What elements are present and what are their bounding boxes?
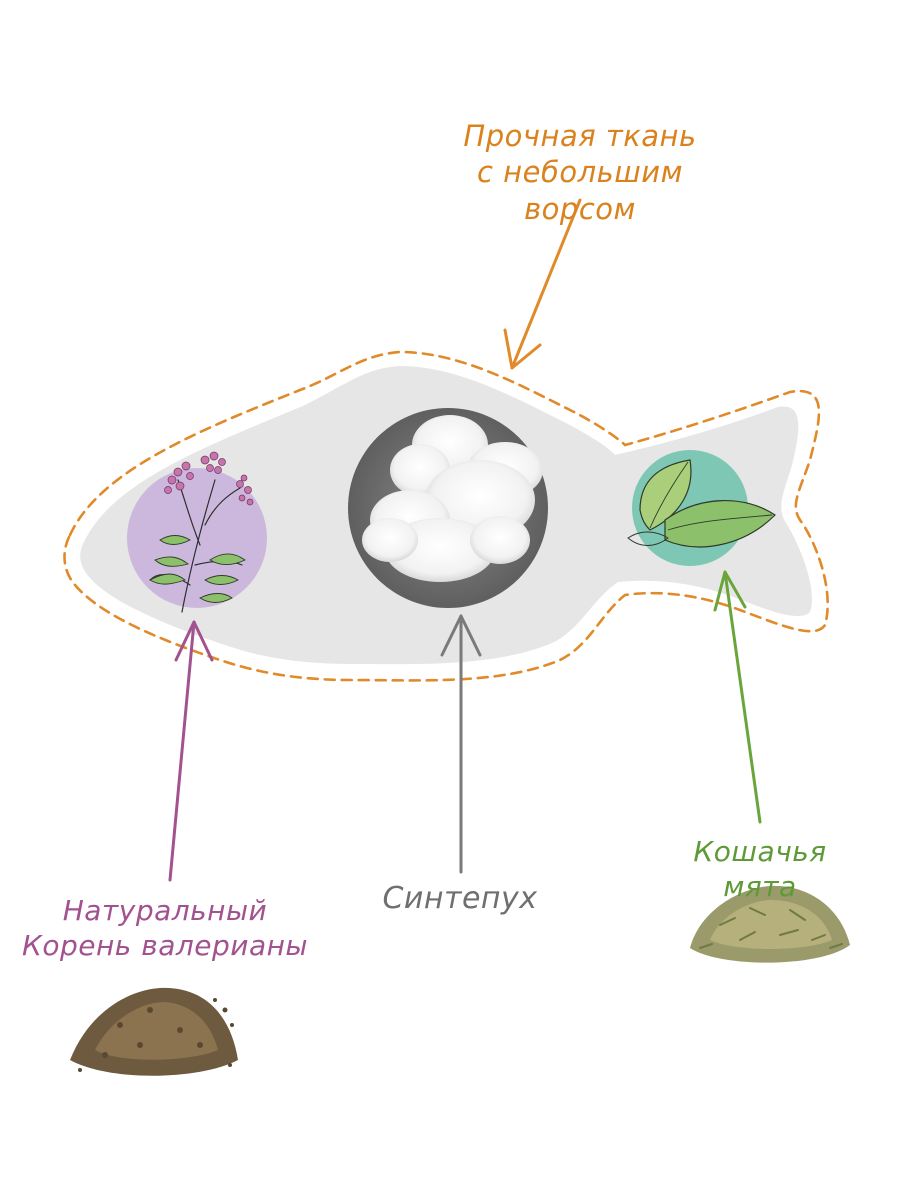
fabric-label: Прочная ткань с небольшим ворсом: [420, 118, 740, 227]
valerian-label-line1: Натуральный: [62, 894, 268, 927]
fabric-label-line1: Прочная ткань: [463, 119, 697, 153]
mint-leaves-icon: [627, 450, 776, 566]
fabric-arrow: [503, 198, 582, 370]
catnip-pile-icon: [690, 885, 850, 963]
catnip-label: Кошачья мята: [693, 835, 827, 903]
valerian-flower-icon: [127, 451, 267, 613]
valerian-arrow: [168, 620, 214, 882]
valerian-label-line2: Корень валерианы: [21, 929, 309, 962]
fish-outline: [63, 350, 829, 682]
catnip-arrow: [713, 570, 762, 824]
fabric-label-line2: с небольшим ворсом: [477, 155, 683, 226]
syntepuh-label: Синтепух: [382, 881, 538, 916]
valerian-label: Натуральный Корень валерианы: [20, 893, 310, 963]
valerian-root-pile-icon: [70, 987, 238, 1076]
cloud-icon: [348, 408, 548, 608]
syntepuh-arrow: [440, 614, 482, 874]
